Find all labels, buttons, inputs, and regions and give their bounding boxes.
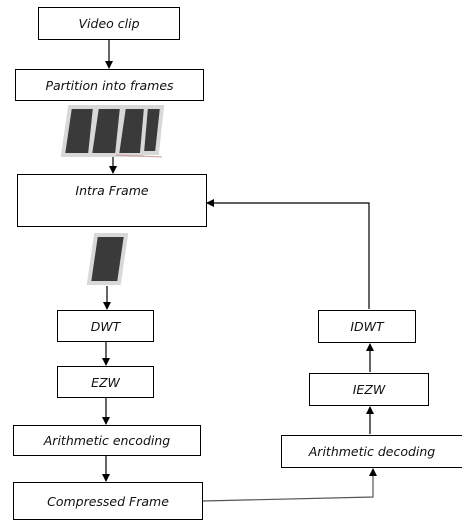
partition-box: Partition into frames [15, 69, 204, 101]
compressed-frame-label: Compressed Frame [47, 493, 169, 509]
iezw-box: IEZW [309, 373, 429, 406]
idwt-box: IDWT [318, 310, 416, 343]
arithmetic-decoding-box: Arithmetic decoding [281, 435, 462, 468]
idwt-label: IDWT [350, 319, 384, 334]
arrow-idwt-to-intra [206, 199, 370, 309]
intra-frame-box: Intra Frame [17, 174, 207, 227]
dwt-label: DWT [90, 318, 121, 334]
compressed-frame-box: Compressed Frame [13, 482, 203, 520]
video-clip-label: Video clip [78, 16, 140, 31]
ezw-label: EZW [91, 374, 120, 390]
video-clip-box: Video clip [38, 7, 180, 40]
iezw-label: IEZW [352, 382, 386, 397]
arithmetic-decoding-label: Arithmetic decoding [308, 444, 436, 459]
arithmetic-encoding-box: Arithmetic encoding [13, 425, 201, 456]
ezw-box: EZW [57, 366, 154, 398]
single-frame-icon [86, 233, 129, 285]
intra-frame-label: Intra Frame [75, 183, 149, 198]
frame-sequence-icon [60, 105, 165, 158]
partition-label: Partition into frames [45, 77, 174, 93]
arrow-compressed-to-decoding [202, 468, 377, 502]
arithmetic-encoding-label: Arithmetic encoding [43, 433, 171, 448]
dwt-box: DWT [57, 310, 154, 342]
